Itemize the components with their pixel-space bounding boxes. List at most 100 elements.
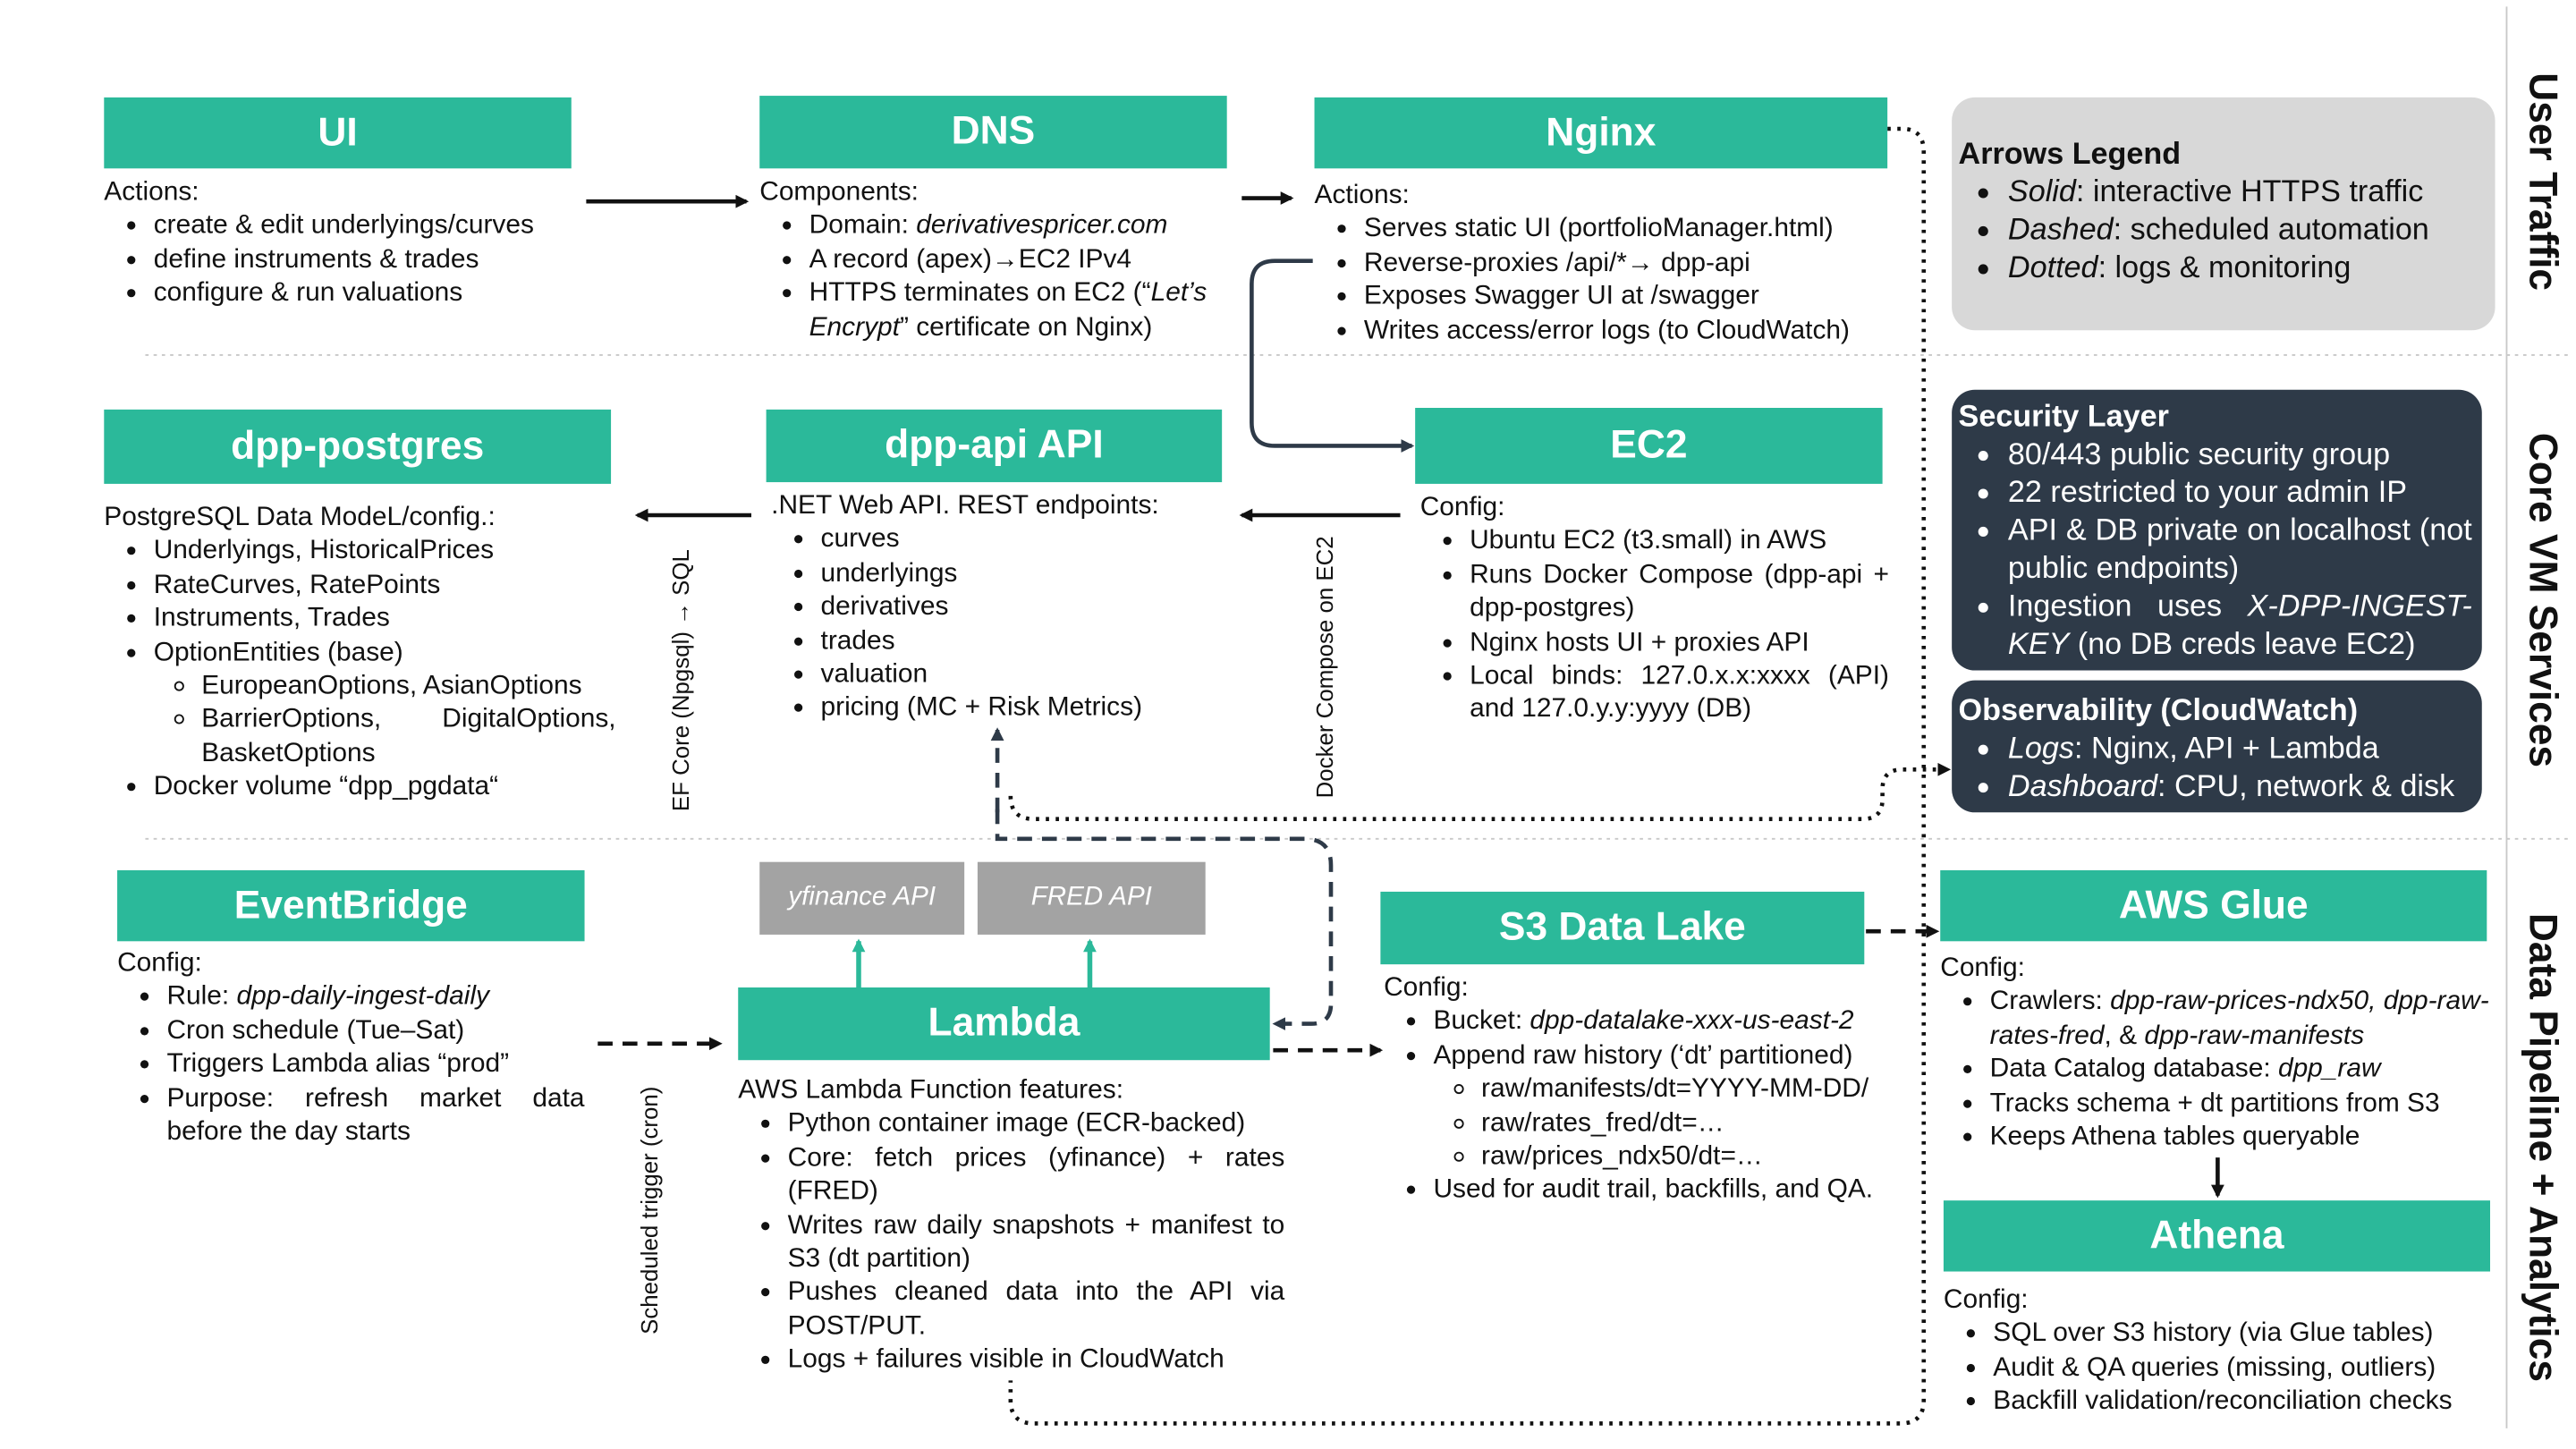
postgres-heading: PostgreSQL Data ModeL/config.: [104, 502, 496, 532]
legend-item: Dotted: logs & monitoring [2008, 248, 2486, 285]
list-item: Core: fetch prices (yfinance) + rates (F… [788, 1140, 1285, 1208]
observability-panel: Observability (CloudWatch) Logs: Nginx, … [1952, 680, 2482, 813]
lambda-description: AWS Lambda Function features: Python con… [738, 1073, 1284, 1377]
edge-logs-nginx [1008, 126, 1927, 1426]
ui-heading: Actions: [104, 176, 199, 207]
list-item: Domain: derivativespricer.com [809, 208, 1239, 242]
list-item: Writes access/error logs (to CloudWatch) [1364, 313, 1901, 347]
s3-description: Config: Bucket: dpp-datalake-xxx-us-east… [1384, 971, 1912, 1208]
athena-description: Config: SQL over S3 history (via Glue ta… [1944, 1283, 2496, 1418]
list-item: Keeps Athena tables queryable [1990, 1120, 2494, 1154]
dns-description: Components: Domain: derivativespricer.co… [759, 175, 1238, 343]
list-item: Underlyings, HistoricalPrices [154, 534, 616, 568]
postgres-description: PostgreSQL Data ModeL/config.: Underlyin… [104, 500, 615, 803]
security-title: Security Layer [1958, 397, 2169, 433]
nginx-heading: Actions: [1314, 180, 1410, 210]
list-item: Backfill validation/reconciliation check… [1993, 1384, 2496, 1418]
list-item: Crawlers: dpp-raw-prices-ndx50, dpp-raw-… [1990, 985, 2494, 1052]
list-item: Reverse-proxies /api/*→ dpp-api [1364, 246, 1901, 280]
list-item: derivatives [821, 589, 1250, 623]
legend-title: Arrows Legend [1958, 135, 2182, 171]
legend-item: Solid: interactive HTTPS traffic [2008, 172, 2486, 209]
list-item: Rule: dpp-daily-ingest-daily [166, 980, 584, 1014]
node-postgres[interactable]: dpp-postgres [104, 409, 612, 484]
node-lambda[interactable]: Lambda [738, 987, 1270, 1061]
edge-logs-api [1008, 762, 1952, 822]
list-item: RateCurves, RatePoints [154, 568, 616, 602]
node-dpp-api[interactable]: dpp-api API [766, 409, 1223, 483]
list-item: Python container image (ECR-backed) [788, 1107, 1285, 1141]
api-heading: .NET Web API. REST endpoints: [771, 490, 1159, 521]
list-item: configure & run valuations [154, 276, 583, 310]
sub-list-item: raw/prices_ndx50/dt=… [1481, 1140, 1912, 1174]
list-item: pricing (MC + Risk Metrics) [821, 691, 1250, 725]
edge-label-ef-core: EF Core (Npgsql) → SQL [666, 549, 694, 812]
api-description: .NET Web API. REST endpoints: curves und… [771, 488, 1250, 724]
list-item: HTTPS terminates on EC2 (“Let’s Encrypt”… [809, 276, 1239, 343]
node-yfinance-api[interactable]: yfinance API [759, 861, 965, 935]
list-item: OptionEntities (base) EuropeanOptions, A… [154, 635, 616, 770]
glue-description: Config: Crawlers: dpp-raw-prices-ndx50, … [1940, 951, 2493, 1153]
list-item: valuation [821, 657, 1250, 691]
list-item: trades [821, 623, 1250, 657]
band-user-traffic: User Traffic [2520, 72, 2565, 291]
node-ec2[interactable]: EC2 [1415, 408, 1883, 484]
node-dns[interactable]: DNS [759, 96, 1227, 169]
ui-description: Actions: create & edit underlyings/curve… [104, 175, 582, 310]
sub-list-item: raw/rates_fred/dt=… [1481, 1106, 1912, 1140]
s3-heading: Config: [1384, 972, 1469, 1003]
athena-heading: Config: [1943, 1284, 2029, 1315]
list-item: Triggers Lambda alias “prod” [166, 1047, 584, 1081]
security-item: Ingestion uses X-DPP-INGEST-KEY (no DB c… [2008, 586, 2472, 662]
list-item: Local binds: 127.0.x.x:xxxx (API) and 12… [1470, 659, 1889, 726]
security-layer-panel: Security Layer 80/443 public security gr… [1952, 389, 2482, 671]
ec2-description: Config: Ubuntu EC2 (t3.small) in AWS Run… [1420, 490, 1889, 726]
eventbridge-description: Config: Rule: dpp-daily-ingest-daily Cro… [117, 946, 584, 1148]
list-item: Append raw history (‘dt’ partitioned) ra… [1433, 1038, 1911, 1174]
list-item: Nginx hosts UI + proxies API [1470, 625, 1889, 659]
edge-nginx-ec2 [1250, 258, 1415, 453]
band-core-vm-services: Core VM Services [2520, 431, 2565, 767]
edge-label-docker-compose: Docker Compose on EC2 [1310, 536, 1338, 799]
node-nginx[interactable]: Nginx [1314, 97, 1888, 169]
node-eventbridge[interactable]: EventBridge [117, 869, 585, 942]
glue-heading: Config: [1940, 953, 2025, 983]
list-item: A record (apex)→EC2 IPv4 [809, 242, 1239, 276]
edge-lambda-api [995, 809, 1334, 1031]
edge-label-scheduled-trigger: Scheduled trigger (cron) [635, 1086, 663, 1335]
sub-list-item: EuropeanOptions, AsianOptions [201, 669, 615, 703]
node-athena[interactable]: Athena [1943, 1200, 2491, 1272]
list-item: Exposes Swagger UI at /swagger [1364, 279, 1901, 313]
sub-list-item: raw/manifests/dt=YYYY-MM-DD/ [1481, 1072, 1912, 1106]
list-item: Used for audit trail, backfills, and QA. [1433, 1174, 1911, 1208]
legend-item: Dashed: scheduled automation [2008, 209, 2486, 247]
list-item: Purpose: refresh market data before the … [166, 1081, 584, 1148]
nginx-description: Actions: Serves static UI (portfolioMana… [1315, 178, 1901, 346]
list-item: Ubuntu EC2 (t3.small) in AWS [1470, 524, 1889, 558]
list-item: Runs Docker Compose (dpp-api + dpp-postg… [1470, 558, 1889, 625]
lambda-heading: AWS Lambda Function features: [738, 1074, 1124, 1106]
security-item: 80/443 public security group [2008, 435, 2472, 472]
band-data-pipeline: Data Pipeline + Analytics [2520, 913, 2565, 1383]
list-item: create & edit underlyings/curves [154, 208, 583, 242]
list-item: Instruments, Trades [154, 601, 616, 635]
arrows-legend: Arrows Legend Solid: interactive HTTPS t… [1952, 97, 2496, 331]
list-item: Logs + failures visible in CloudWatch [788, 1343, 1285, 1377]
node-aws-glue[interactable]: AWS Glue [1940, 869, 2487, 942]
node-s3-data-lake[interactable]: S3 Data Lake [1380, 891, 1865, 965]
list-item: curves [821, 522, 1250, 556]
list-item: Cron schedule (Tue–Sat) [166, 1013, 584, 1047]
list-item: underlyings [821, 556, 1250, 590]
dns-heading: Components: [759, 176, 919, 207]
node-ui[interactable]: UI [104, 97, 572, 169]
list-item: Audit & QA queries (missing, outliers) [1993, 1351, 2496, 1385]
observability-item: Logs: Nginx, API + Lambda [2008, 728, 2472, 766]
list-item: Docker volume “dpp_pgdata“ [154, 770, 616, 804]
security-item: 22 restricted to your admin IP [2008, 472, 2472, 510]
list-item: Data Catalog database: dpp_raw [1990, 1052, 2494, 1086]
node-fred-api[interactable]: FRED API [977, 861, 1206, 935]
list-item-text: Append raw history (‘dt’ partitioned) [1433, 1039, 1853, 1070]
ec2-heading: Config: [1419, 492, 1505, 522]
